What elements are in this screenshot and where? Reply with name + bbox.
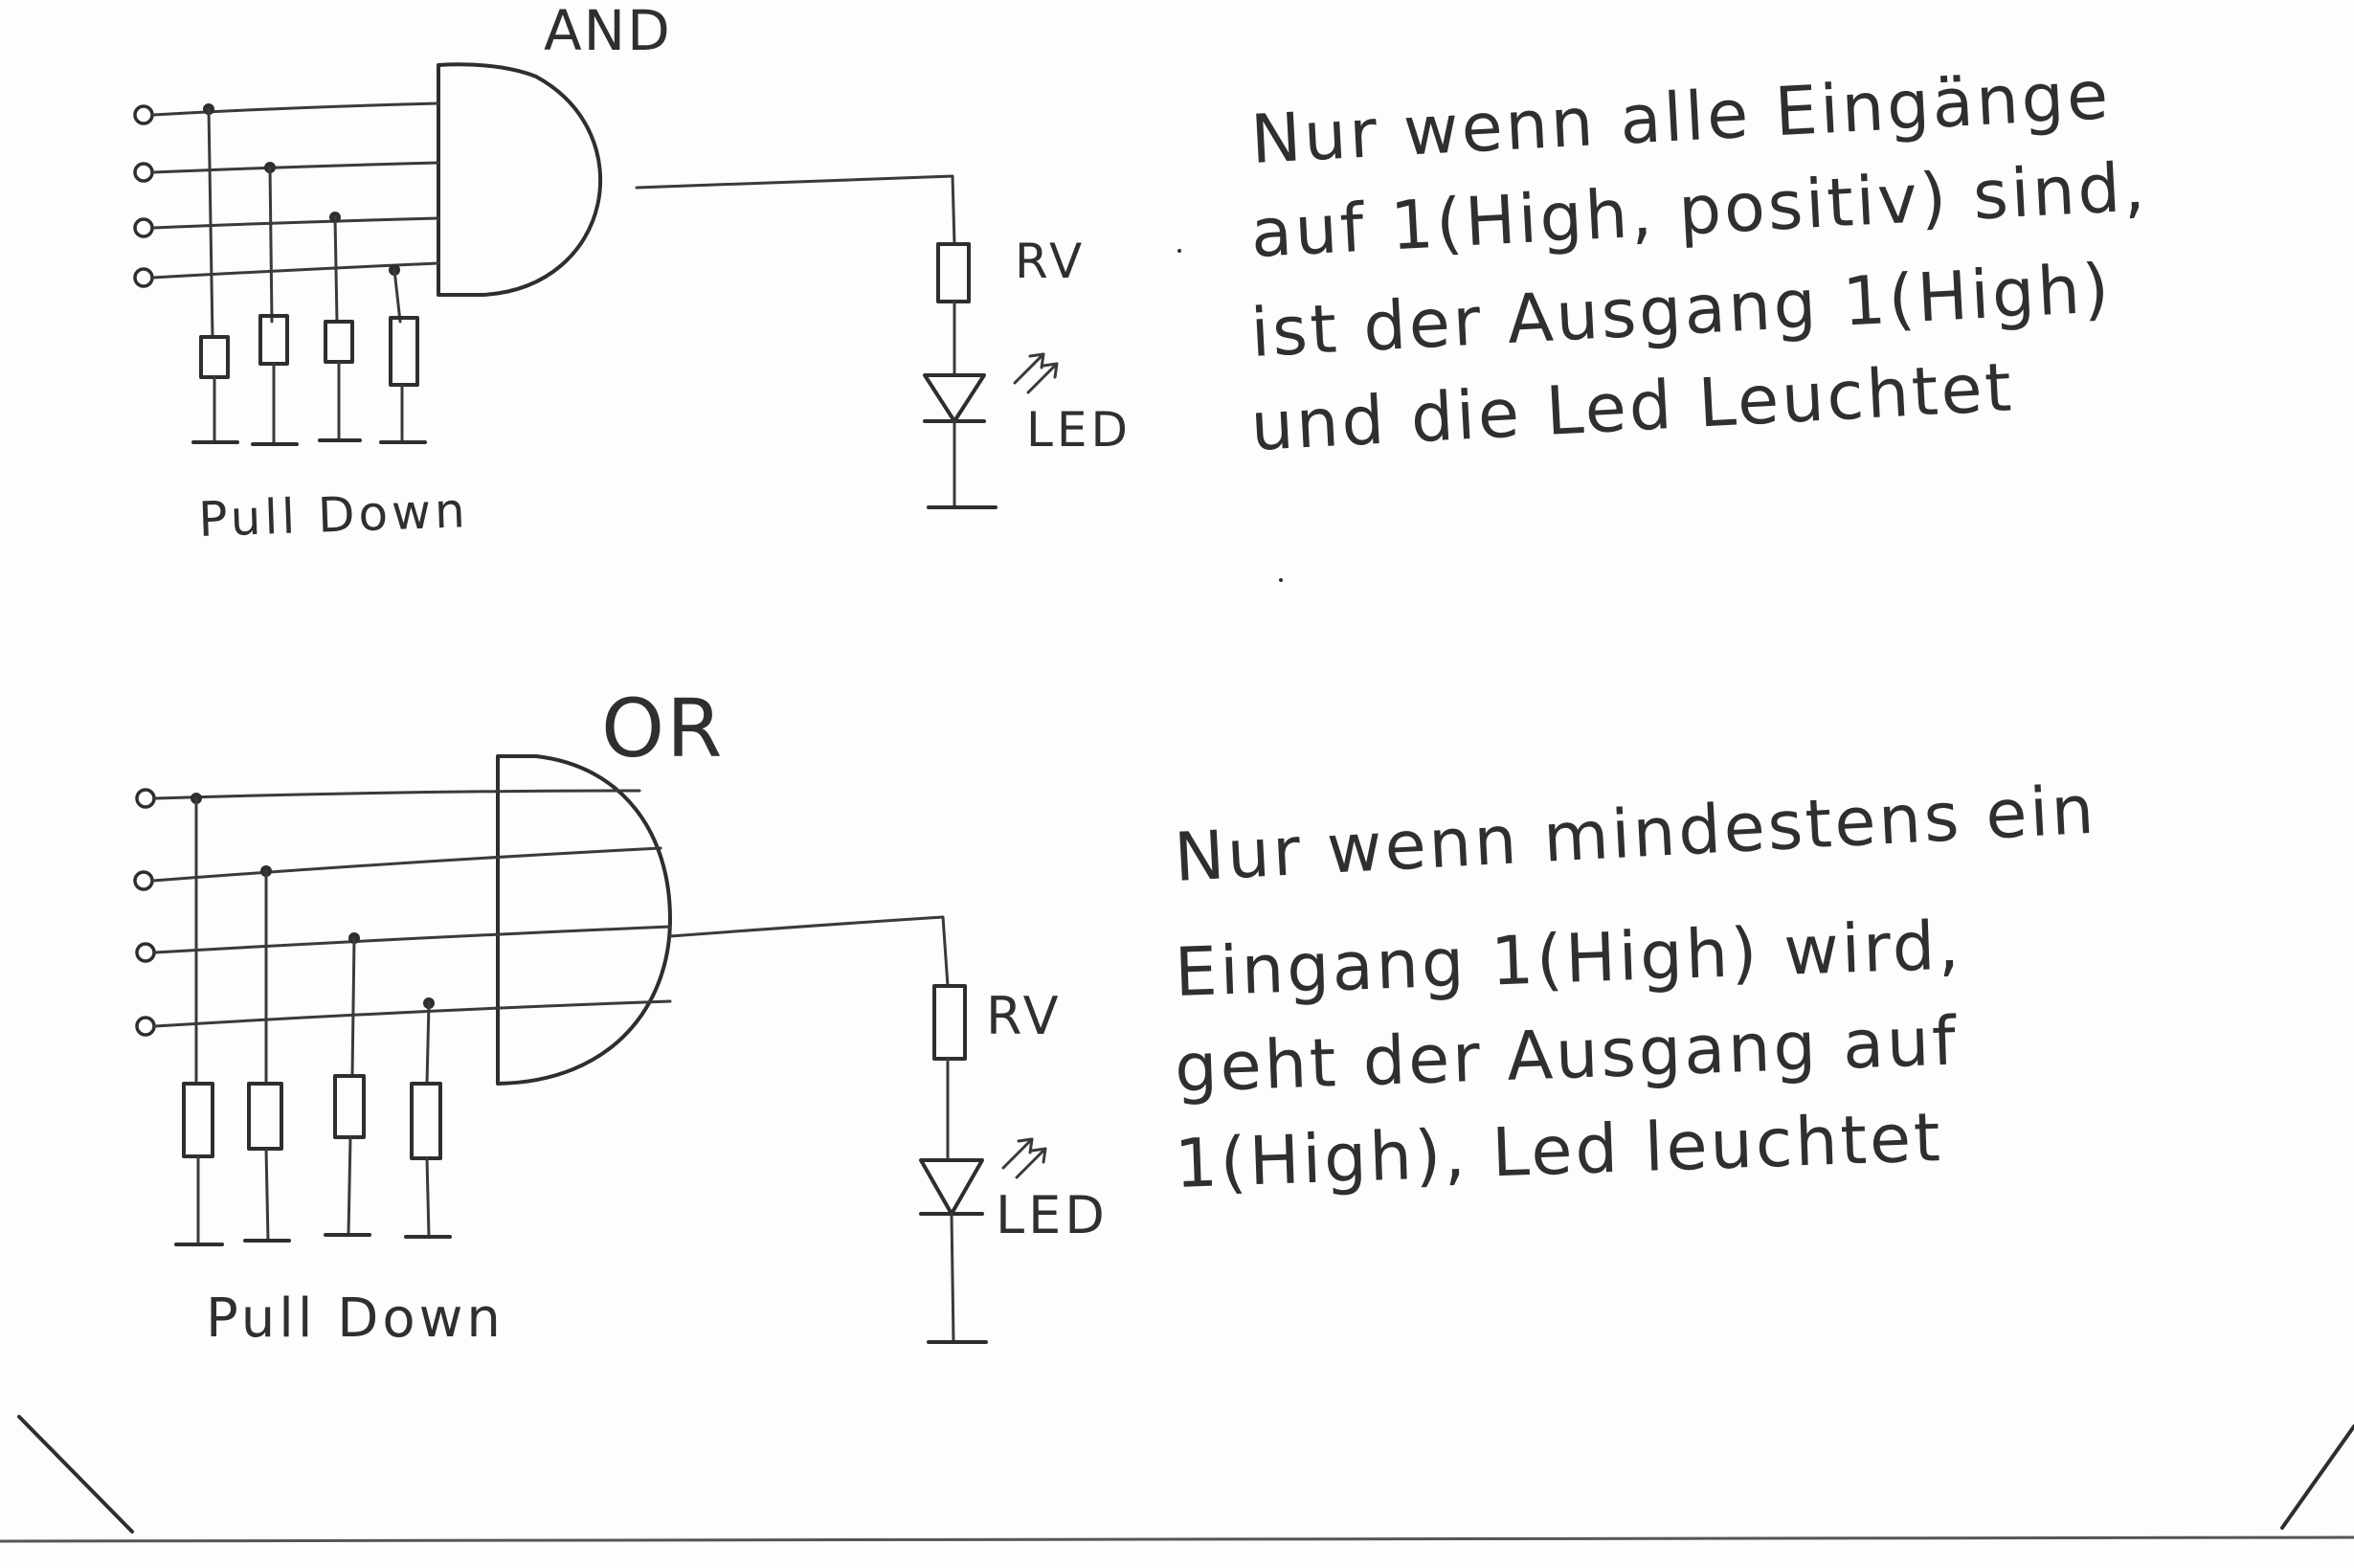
and-pull-down-resistor-3: [324, 320, 354, 364]
and-led-label: LED: [1026, 402, 1132, 458]
or-pull-down-resistor-3: [333, 1074, 366, 1139]
and-pull-down-resistor-2: [258, 314, 289, 366]
scan-edge-marks: [0, 249, 2354, 1543]
or-description-line-3: geht der Ausgang auf: [1174, 1001, 1960, 1108]
and-input-lines: [151, 101, 440, 280]
or-description-line-4: 1(High), Led leuchtet: [1174, 1098, 1944, 1203]
and-gate-label: AND: [544, 0, 672, 63]
or-pull-down-resistor-1: [182, 1082, 214, 1158]
and-description: Nur wenn alle Eingänge auf 1(High, posit…: [1249, 56, 2149, 466]
or-description: Nur wenn mindestens ein Eingang 1(High) …: [1173, 771, 2098, 1203]
or-led-light-arrow: [1001, 1137, 1034, 1170]
and-resistor-label: RV: [1015, 234, 1086, 289]
and-input-terminals: [133, 104, 154, 288]
or-pull-down-resistor-2: [247, 1082, 283, 1151]
or-pull-down-network: [174, 793, 452, 1246]
or-led-label: LED: [996, 1185, 1109, 1245]
paper-bottom-edge: [0, 1535, 2354, 1543]
or-resistor-label: RV: [986, 986, 1063, 1046]
or-input-terminals: [133, 788, 156, 1037]
and-pull-down-resistor-1: [199, 335, 230, 379]
and-circuit: AND: [133, 0, 2149, 548]
and-pull-down-network: [191, 103, 427, 446]
or-series-resistor: [932, 984, 967, 1061]
or-input-terminal-4[interactable]: [135, 1016, 156, 1037]
or-circuit: OR: [133, 682, 2098, 1350]
or-led-symbol: [919, 1158, 984, 1216]
or-input-terminal-1[interactable]: [135, 788, 156, 809]
and-input-terminal-1[interactable]: [133, 104, 154, 125]
and-input-terminal-4[interactable]: [133, 267, 154, 288]
or-input-terminal-2[interactable]: [133, 870, 154, 891]
and-gate-symbol: [437, 62, 603, 297]
or-pull-down-resistor-4: [410, 1082, 442, 1160]
and-series-resistor: [936, 242, 971, 303]
or-description-line-1: Nur wenn mindestens ein: [1173, 771, 2098, 897]
and-led-symbol: [923, 373, 986, 423]
or-description-line-2: Eingang 1(High) wird,: [1174, 906, 1963, 1012]
or-gate-symbol: [496, 754, 672, 1086]
and-input-terminal-3[interactable]: [133, 217, 154, 238]
or-input-lines: [151, 789, 672, 1028]
or-input-terminal-3[interactable]: [135, 942, 156, 963]
and-pull-down-label: Pull Down: [197, 482, 469, 548]
and-led-light-arrow: [1013, 352, 1045, 385]
or-output-branch: [668, 915, 1047, 1344]
and-input-terminal-2[interactable]: [133, 162, 154, 183]
paper-corner-left: [17, 1415, 134, 1534]
and-pull-down-resistor-4: [389, 316, 419, 387]
and-output-branch: [635, 174, 1059, 509]
or-pull-down-label: Pull Down: [206, 1288, 504, 1350]
paper-corner-right: [2280, 1424, 2354, 1530]
or-gate-label: OR: [601, 682, 724, 775]
